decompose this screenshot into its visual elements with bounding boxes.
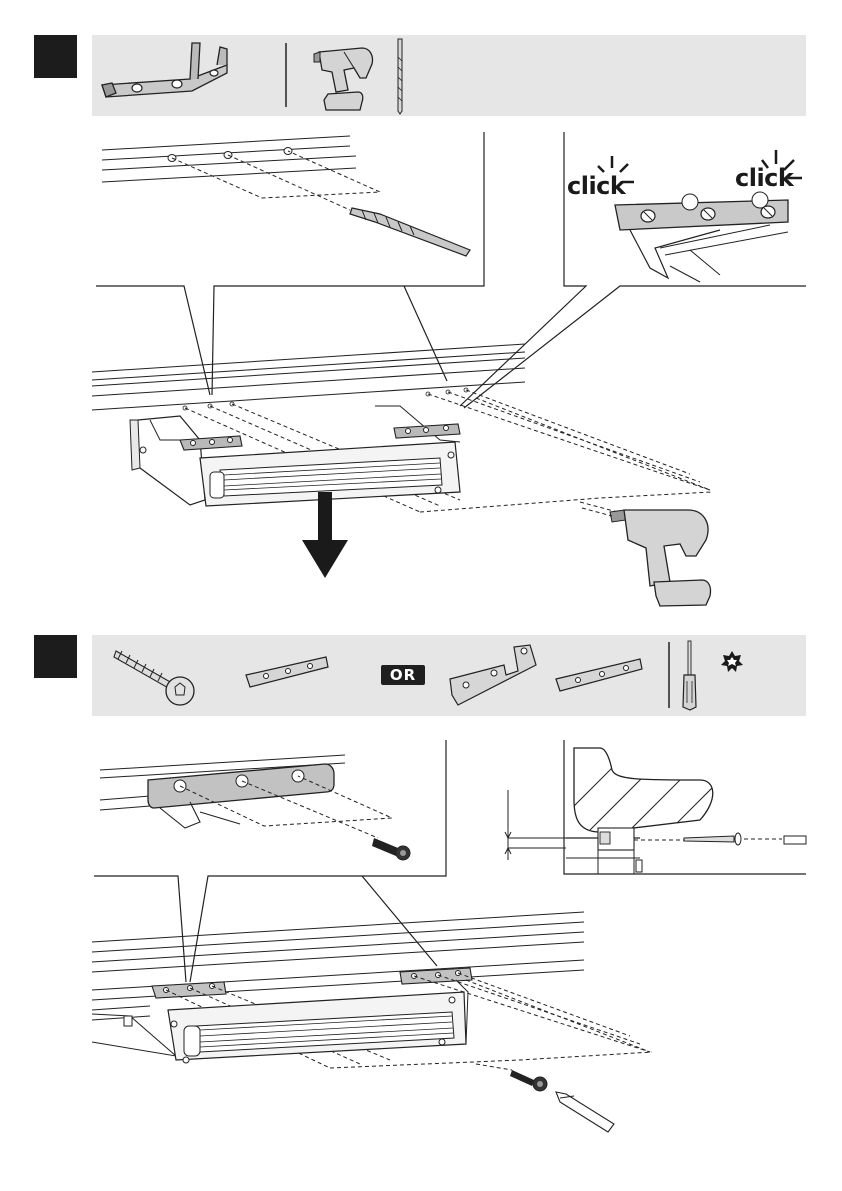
step-2-main-illustration	[0, 0, 842, 1191]
instruction-page: { "document": { "step1": { "callout_righ…	[0, 0, 842, 1191]
